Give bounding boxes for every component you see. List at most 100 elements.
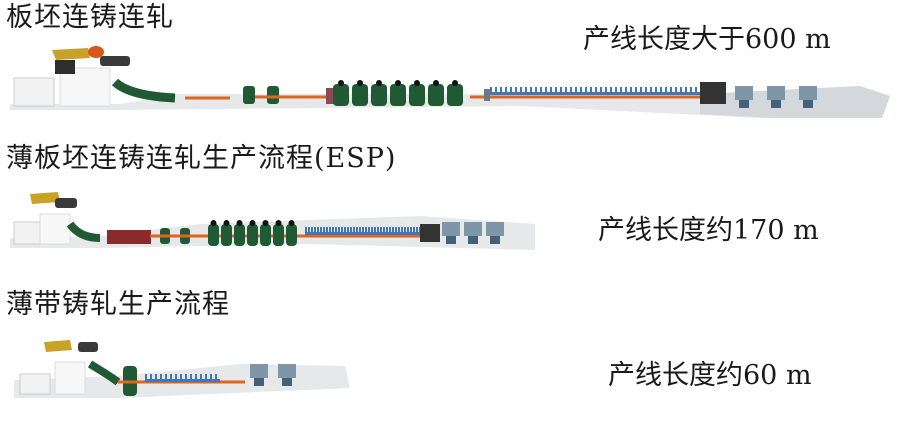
cooling-spray (335, 227, 337, 232)
cooling-spray (145, 374, 147, 379)
cooling-spray (160, 374, 162, 379)
coiler (486, 222, 504, 236)
coiler-base (254, 378, 264, 386)
cooling-spray (630, 87, 632, 92)
cooling-spray (525, 87, 527, 92)
cooling-spray (595, 87, 597, 92)
coiler-base (490, 236, 500, 244)
cooling-spray (625, 87, 627, 92)
coiler (250, 364, 268, 378)
caster-icon (19, 340, 98, 395)
cooling-spray (685, 87, 687, 92)
crop-shear-icon (420, 224, 440, 242)
cooling-spray (620, 87, 622, 92)
cooling-spray (690, 87, 692, 92)
cooling-spray (404, 227, 406, 232)
coiler-base (803, 100, 813, 108)
mill-stand-top (223, 220, 230, 226)
cooling-spray (386, 227, 388, 232)
cooling-spray (590, 87, 592, 92)
cooling-spray (347, 227, 349, 232)
cooling-spray (650, 87, 652, 92)
cooling-spray (305, 227, 307, 232)
mill-stand-top (376, 80, 382, 86)
mill-stand (234, 224, 245, 246)
coiler-icon (442, 222, 504, 244)
coiler-base (771, 100, 781, 108)
coiler (799, 86, 817, 100)
caster-icon (13, 46, 130, 107)
cooling-spray (323, 227, 325, 232)
cooling-spray (344, 227, 346, 232)
cooling-spray (555, 87, 557, 92)
cooling-spray (675, 87, 677, 92)
cooling-spray (356, 227, 358, 232)
mill-stand-top (262, 220, 269, 226)
mill-stand-top (275, 220, 282, 226)
cooling-spray (398, 227, 400, 232)
cooling-spray (380, 227, 382, 232)
cooling-spray (395, 227, 397, 232)
mill-stand-top (288, 220, 295, 226)
mill-stand-top (249, 220, 256, 226)
coiler-base (739, 100, 749, 108)
line-length-label-strip: 产线长度约60 m (608, 360, 812, 391)
coiler (278, 364, 296, 378)
process-title-slab-casting: 板坯连铸连轧 (6, 2, 174, 33)
cooling-spray (150, 374, 152, 379)
cooling-spray (665, 87, 667, 92)
cooling-spray (205, 374, 207, 379)
coiler (442, 222, 460, 236)
cooling-spray (600, 87, 602, 92)
cooling-spray (317, 227, 319, 232)
cooling-spray (680, 87, 682, 92)
cooling-spray (371, 227, 373, 232)
cooling-table-icon (305, 227, 421, 235)
process-title-esp: 薄板坯连铸连轧生产流程(ESP) (6, 143, 397, 174)
cooling-spray (575, 87, 577, 92)
cooling-spray (495, 87, 497, 92)
cooling-spray (353, 227, 355, 232)
cooling-spray (377, 227, 379, 232)
cooling-spray (515, 87, 517, 92)
finishing-mill-icon (333, 80, 463, 106)
mill-stand-top (210, 220, 217, 226)
cooling-spray (413, 227, 415, 232)
strand-curve (66, 221, 101, 242)
cooling-spray (338, 227, 340, 232)
cooling-spray (550, 87, 552, 92)
cooling-spray (215, 374, 217, 379)
cooling-spray (308, 227, 310, 232)
cooling-spray (615, 87, 617, 92)
cooling-spray (170, 374, 172, 379)
cooling-spray (383, 227, 385, 232)
cooling-spray (505, 87, 507, 92)
mill-stand (371, 84, 387, 106)
cooling-spray (389, 227, 391, 232)
process-title-strip-casting: 薄带铸轧生产流程 (6, 289, 230, 320)
cooling-spray (610, 87, 612, 92)
cooling-spray (565, 87, 567, 92)
mill-stand-top (395, 80, 401, 86)
cooling-spray (500, 87, 502, 92)
mill-stand (247, 224, 258, 246)
cooling-spray (326, 227, 328, 232)
caster-icon (13, 192, 77, 245)
cooling-spray (332, 227, 334, 232)
cooling-bar (145, 379, 220, 382)
cooling-spray (190, 374, 192, 379)
cooling-spray (407, 227, 409, 232)
cooling-spray (640, 87, 642, 92)
finishing-mill-icon (208, 220, 297, 246)
cooling-spray (580, 87, 582, 92)
cooling-spray (368, 227, 370, 232)
cooling-spray (350, 227, 352, 232)
cooling-spray (520, 87, 522, 92)
cooling-spray (180, 374, 182, 379)
mill-stand-top (236, 220, 243, 226)
cooling-spray (329, 227, 331, 232)
cooling-spray (210, 374, 212, 379)
mill-stand (352, 84, 368, 106)
cooling-spray (392, 227, 394, 232)
cooling-spray (530, 87, 532, 92)
